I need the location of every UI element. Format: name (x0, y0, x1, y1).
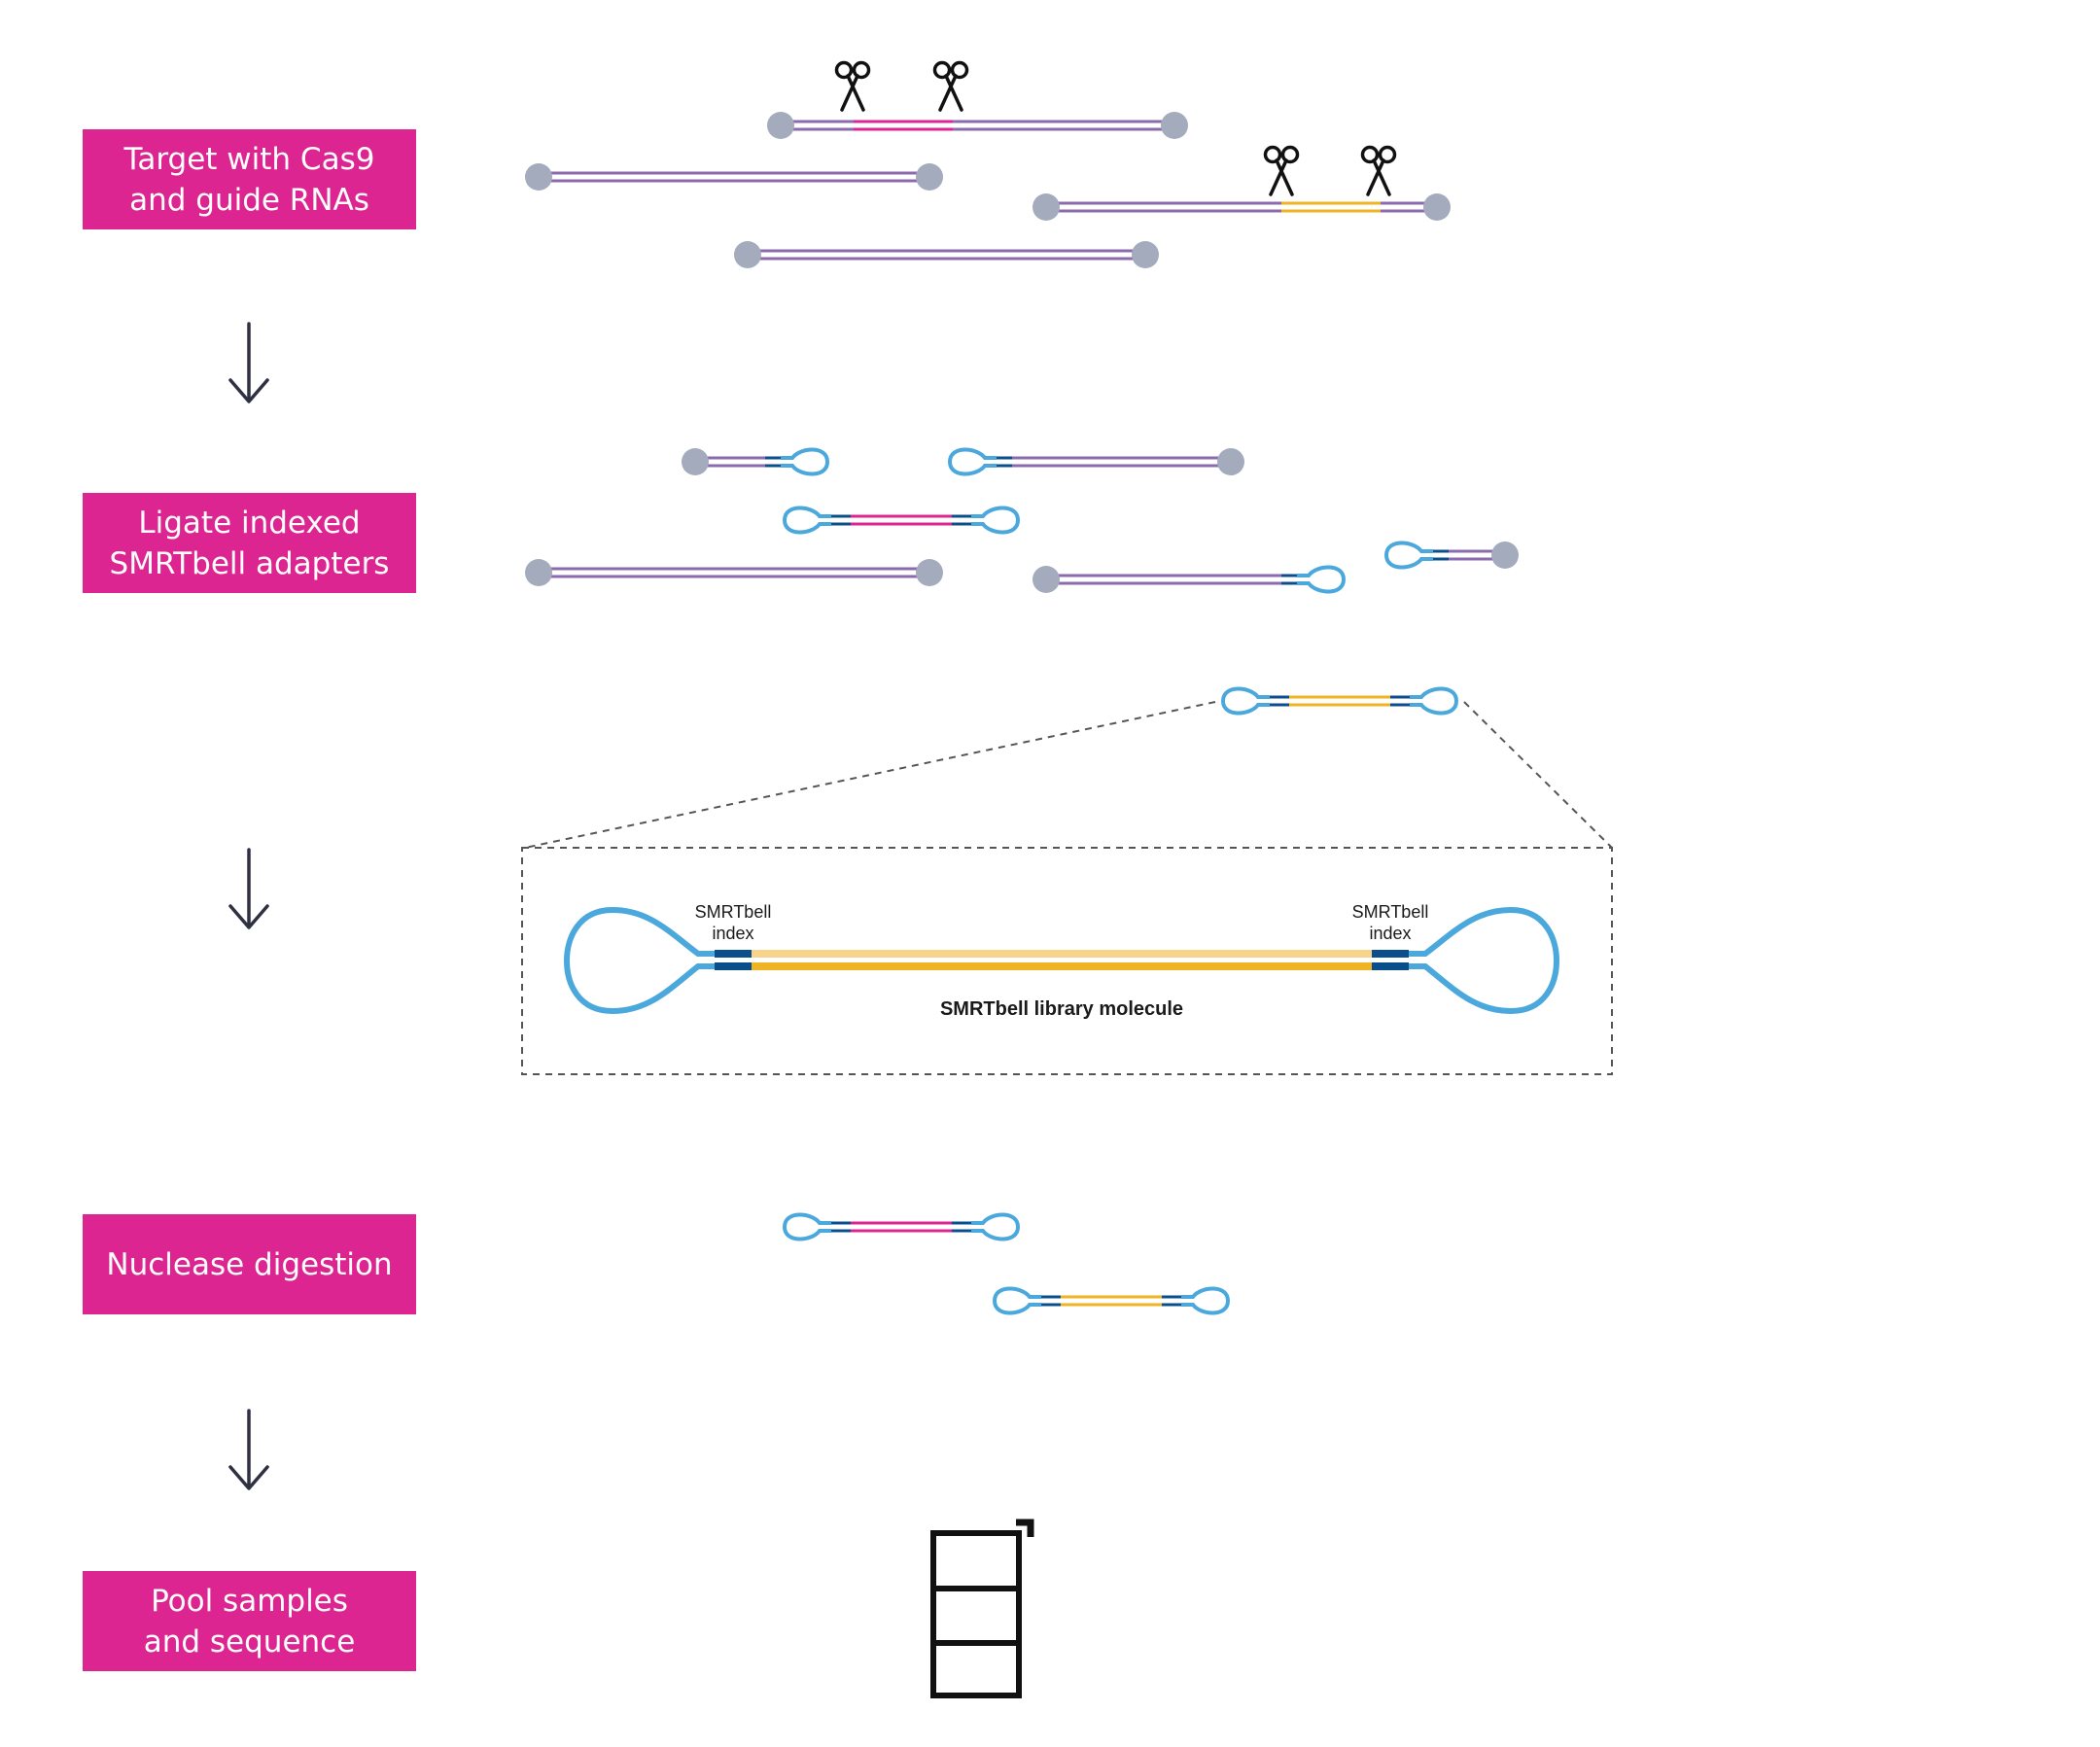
scissors-icon (1263, 145, 1300, 196)
smrtbell-molecule-gold (992, 1286, 1231, 1315)
zoom-line (1463, 701, 1613, 849)
dna-fragment (525, 163, 943, 191)
molecule-label: SMRTbell library molecule (940, 998, 1183, 1020)
dna-fragment-magenta-target (767, 112, 1188, 139)
scissors-icon (932, 60, 969, 112)
down-arrow-icon (228, 1409, 269, 1490)
dna-fragment-gold-target (1032, 193, 1451, 221)
dna-fragment (734, 241, 1159, 268)
scissors-icon (834, 60, 871, 112)
step-target-cas9: Target with Cas9 and guide RNAs (83, 129, 416, 229)
scissors-icon (1360, 145, 1397, 196)
down-arrow-icon (228, 322, 269, 403)
smrtbell-molecule-magenta (782, 506, 1021, 535)
smrtbell-molecule-magenta (782, 1212, 1021, 1241)
sequencer-icon (930, 1519, 1034, 1698)
step-pool-and-sequence: Pool samples and sequence (83, 1571, 416, 1671)
callout-box (521, 847, 1613, 1075)
smrtbell-library-molecule-detail (563, 906, 1560, 1015)
down-arrow-icon (228, 848, 269, 929)
dna-fragment (525, 559, 943, 586)
dna-fragment-with-adapter (682, 447, 830, 476)
dna-fragment-with-adapter (1383, 541, 1519, 570)
zoom-line (524, 701, 1216, 849)
dna-fragment-with-adapter (947, 447, 1244, 476)
step-ligate-adapters: Ligate indexed SMRTbell adapters (83, 493, 416, 593)
step-nuclease-digestion: Nuclease digestion (83, 1214, 416, 1314)
dna-fragment-with-adapter (1032, 565, 1347, 594)
smrtbell-molecule-gold (1220, 686, 1459, 716)
